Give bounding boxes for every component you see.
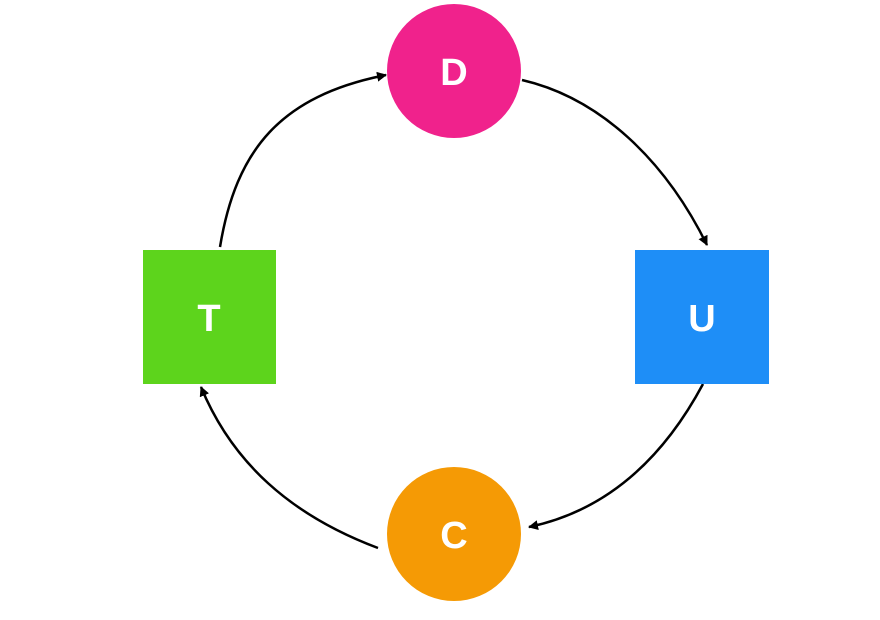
node-d: D <box>387 4 521 138</box>
node-c-label: C <box>440 515 467 557</box>
node-d-circle <box>387 4 521 138</box>
node-d-label: D <box>440 52 467 94</box>
edge-u-to-c <box>528 383 705 531</box>
node-c-circle <box>387 467 521 601</box>
edge-t-to-d <box>218 71 387 248</box>
node-u-label: U <box>688 298 715 340</box>
node-u: U <box>635 250 769 384</box>
node-u-square <box>635 250 769 384</box>
node-t-label: T <box>197 298 220 340</box>
node-t: T <box>143 250 276 384</box>
edge-d-to-u <box>521 78 709 246</box>
edge-c-to-t <box>199 386 379 550</box>
node-c: C <box>387 467 521 601</box>
node-t-square <box>143 250 276 384</box>
